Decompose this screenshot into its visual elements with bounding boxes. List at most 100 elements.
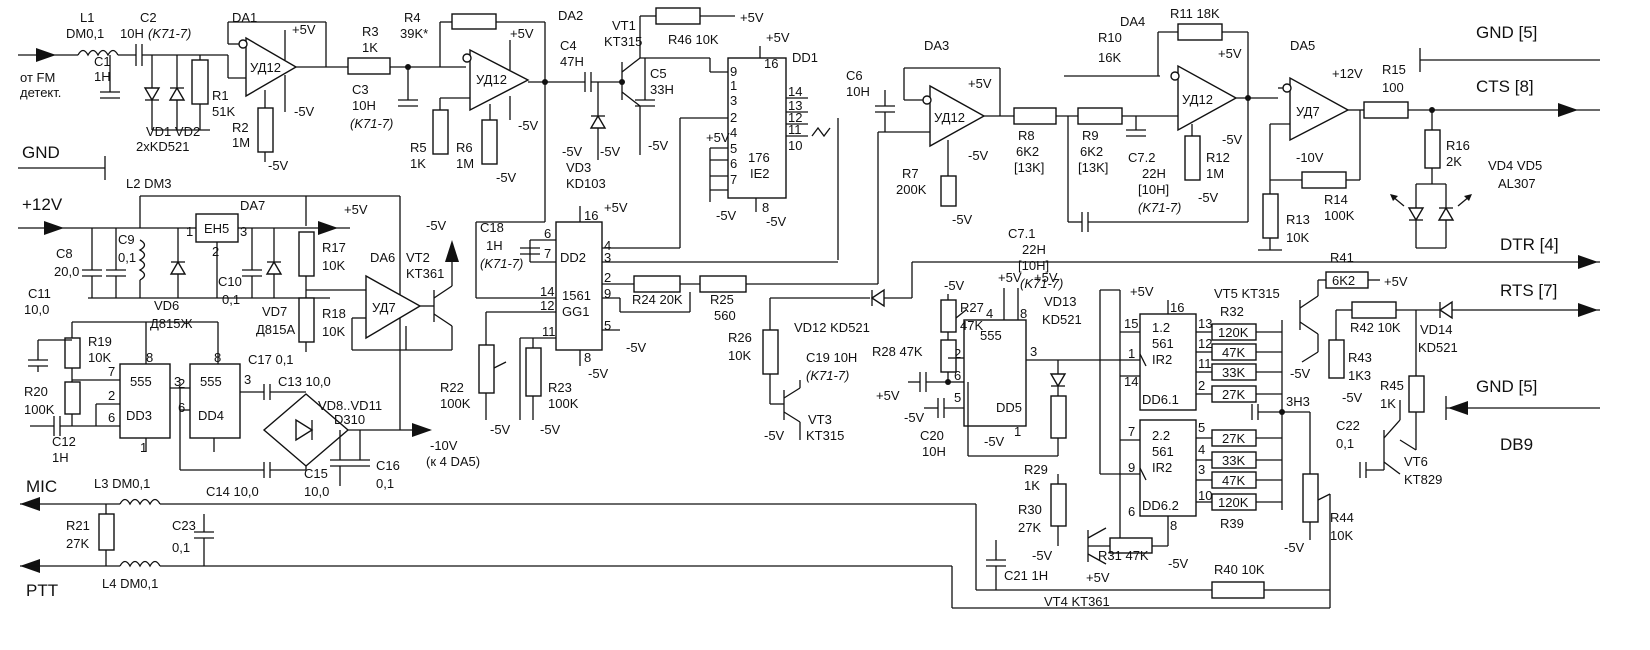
- c20-supply: -5V: [904, 410, 925, 425]
- r17-value: 10K: [322, 258, 345, 273]
- r44-supply: -5V: [1284, 540, 1305, 555]
- resistor-r5: [432, 109, 449, 155]
- c71-label: C7.1: [1008, 226, 1035, 241]
- svg-text:5: 5: [604, 318, 611, 333]
- inductor-l1: [77, 49, 119, 57]
- r5-value: 1K: [410, 156, 426, 171]
- da2-vee: -5V: [518, 118, 539, 133]
- c2-type: (K71-7): [148, 26, 191, 41]
- c21-label: C21 1H: [1004, 568, 1048, 583]
- c22-value: 0,1: [1336, 436, 1354, 451]
- resistor-r13: [1262, 193, 1279, 239]
- r1-label: R1: [212, 88, 229, 103]
- resistor-r31: [1109, 537, 1153, 554]
- svg-text:1: 1: [186, 224, 193, 239]
- r5-label: R5: [410, 140, 427, 155]
- dd3-ref: DD3: [126, 408, 152, 423]
- r6-label: R6: [456, 140, 473, 155]
- vd45-value: AL307: [1498, 176, 1536, 191]
- res-a4: 27K: [1222, 387, 1245, 402]
- dd1-vcc: +5V: [766, 30, 790, 45]
- vd12kd-label: VD12 KD521: [794, 320, 870, 335]
- c9-label: C9: [118, 232, 135, 247]
- dd1-p5: +5V: [706, 130, 730, 145]
- dd1-gnd-pin: 8: [762, 200, 769, 215]
- dd62-line3: IR2: [1152, 460, 1172, 475]
- c23-value: 0,1: [172, 540, 190, 555]
- dd4-ref: DD4: [198, 408, 224, 423]
- resistor-r44: [1302, 473, 1319, 523]
- r24-label: R24 20K: [632, 292, 683, 307]
- svg-text:12: 12: [540, 298, 554, 313]
- da4-vcc: +5V: [1218, 46, 1242, 61]
- timer-dd4: [189, 363, 241, 439]
- r2-supply: -5V: [268, 158, 289, 173]
- c4-value: 47H: [560, 54, 584, 69]
- c33-label: 3H3: [1286, 394, 1310, 409]
- da4-part: УД12: [1182, 92, 1213, 107]
- resistor-r16: [1424, 129, 1441, 169]
- r31-label: R31 47K: [1098, 548, 1149, 563]
- register-dd62: [1139, 419, 1197, 517]
- r45-label: R45: [1380, 378, 1404, 393]
- r41-value: 6K2: [1332, 273, 1355, 288]
- resistor-r9: [1077, 107, 1123, 125]
- svg-text:4: 4: [730, 125, 737, 140]
- res-a1: 120K: [1218, 325, 1249, 340]
- da2-ref: DA2: [558, 8, 583, 23]
- r22-label: R22: [440, 380, 464, 395]
- vt3-label: VT3: [808, 412, 832, 427]
- resistor-r43: [1328, 339, 1345, 379]
- c18-type: (K71-7): [480, 256, 523, 271]
- vt5-label: VT5 KT315: [1214, 286, 1280, 301]
- vd3-supply-a: -5V: [562, 144, 583, 159]
- r30-value: 27K: [1018, 520, 1041, 535]
- svg-text:11: 11: [1198, 356, 1212, 371]
- svg-text:2: 2: [178, 376, 185, 391]
- l4-label: L4 DM0,1: [102, 576, 158, 591]
- r15-label: R15: [1382, 62, 1406, 77]
- da5-ref: DA5: [1290, 38, 1315, 53]
- resistor-r2: [257, 107, 274, 153]
- opamp-da3: C6 10H УД12 DA3 +5V -5V R7 200K -5V: [846, 38, 1014, 227]
- svg-text:13: 13: [1198, 316, 1212, 331]
- port-dtr: DTR [4]: [1500, 235, 1559, 254]
- r15-value: 100: [1382, 80, 1404, 95]
- resistor-r30: [1050, 483, 1067, 527]
- svg-text:3: 3: [730, 93, 737, 108]
- resistor-r22: [478, 344, 495, 394]
- vd13-label: VD13: [1044, 294, 1077, 309]
- r10-label: R10: [1098, 30, 1122, 45]
- r9-value: 6K2: [1080, 144, 1103, 159]
- vd14-label: VD14: [1420, 322, 1453, 337]
- r46-supply: +5V: [740, 10, 764, 25]
- svg-text:16: 16: [764, 56, 778, 71]
- r27-supply: -5V: [944, 278, 965, 293]
- r29-value: 1K: [1024, 478, 1040, 493]
- r3-label: R3: [362, 24, 379, 39]
- resistor-r46: [655, 7, 701, 25]
- r1-value: 51K: [212, 104, 235, 119]
- da3-vcc: +5V: [968, 76, 992, 91]
- svg-text:2: 2: [212, 244, 219, 259]
- resistor-r27: [940, 299, 957, 333]
- opamp-da4: R8 6K2 [13K] R9 6K2 [13K] C7.1 22H [10H]…: [1008, 6, 1278, 291]
- c11-label: C11: [28, 286, 51, 301]
- r19-value: 10K: [88, 350, 111, 365]
- p12v-label: +12V: [22, 195, 63, 214]
- c2-label: C2: [140, 10, 157, 25]
- vd7-label: VD7: [262, 304, 287, 319]
- r41-supply: +5V: [1384, 274, 1408, 289]
- rts-section: VT5 KT315 6K2 R41 +5V -5V R42 10K RTS [7…: [1214, 250, 1600, 487]
- c3-value: 10H: [352, 98, 376, 113]
- c71-value: 22H: [1022, 242, 1046, 257]
- svg-text:3: 3: [244, 372, 251, 387]
- vt1-value: KT315: [604, 34, 642, 49]
- r41-label: R41: [1330, 250, 1354, 265]
- svg-text:7: 7: [544, 246, 551, 261]
- c3-label: C3: [352, 82, 369, 97]
- inductor-l4: [119, 560, 161, 568]
